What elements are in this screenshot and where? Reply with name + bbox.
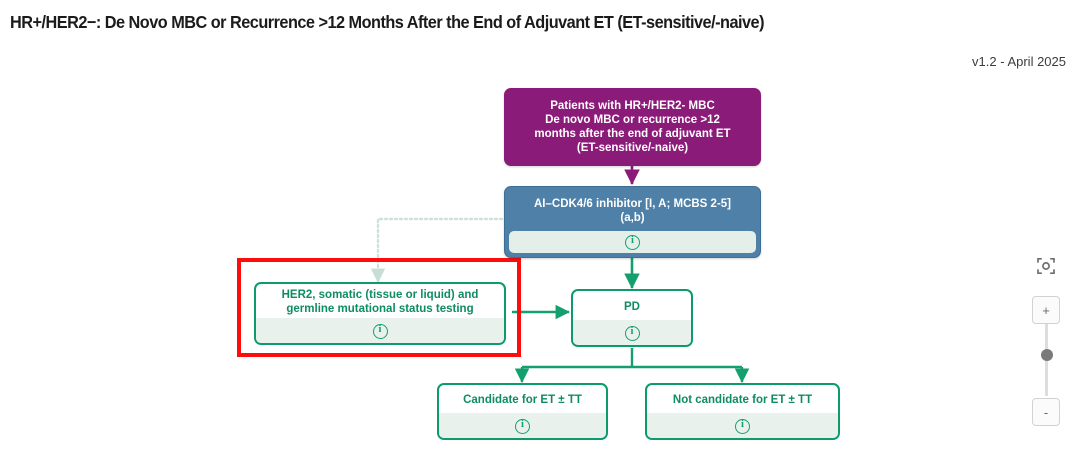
- version-label: v1.2 - April 2025: [972, 54, 1066, 69]
- node-not-candidate-for-et-tt[interactable]: Not candidate for ET ± TT i: [645, 383, 840, 440]
- node-her2-mutational-testing-label: HER2, somatic (tissue or liquid) and ger…: [281, 289, 479, 315]
- node-not-candidate-for-et-tt-label: Not candidate for ET ± TT: [672, 394, 813, 406]
- node-ai-cdk46-inhibitor-label: AI–CDK4/6 inhibitor [I, A; MCBS 2-5] (a,…: [534, 197, 731, 224]
- info-icon[interactable]: i: [515, 418, 530, 434]
- info-icon[interactable]: i: [735, 418, 750, 434]
- info-icon[interactable]: i: [625, 234, 640, 250]
- node-pd[interactable]: PD i: [571, 289, 693, 347]
- zoom-in-button[interactable]: +: [1032, 296, 1060, 324]
- node-ai-cdk46-inhibitor[interactable]: AI–CDK4/6 inhibitor [I, A; MCBS 2-5] (a,…: [504, 186, 761, 258]
- info-icon[interactable]: i: [624, 325, 640, 341]
- info-icon[interactable]: i: [372, 323, 388, 339]
- node-candidate-for-et-tt-label: Candidate for ET ± TT: [463, 394, 582, 406]
- node-pd-footer: i: [573, 320, 691, 345]
- info-icon-glyph: i: [630, 326, 634, 338]
- info-icon-glyph: i: [521, 419, 524, 431]
- info-icon-glyph: i: [378, 324, 382, 336]
- node-not-candidate-for-et-tt-footer: i: [647, 413, 838, 438]
- node-ai-cdk46-inhibitor-footer: i: [509, 231, 756, 253]
- node-candidate-for-et-tt-footer: i: [439, 413, 606, 438]
- info-icon-glyph: i: [741, 419, 744, 431]
- node-patients-root[interactable]: Patients with HR+/HER2- MBC De novo MBC …: [504, 88, 761, 166]
- node-her2-mutational-testing[interactable]: HER2, somatic (tissue or liquid) and ger…: [254, 282, 506, 345]
- node-pd-label: PD: [624, 300, 640, 313]
- node-her2-mutational-testing-footer: i: [256, 318, 504, 343]
- zoom-out-button[interactable]: -: [1032, 398, 1060, 426]
- node-candidate-for-et-tt[interactable]: Candidate for ET ± TT i: [437, 383, 608, 440]
- info-icon-glyph: i: [631, 235, 634, 247]
- page-title: HR+/HER2−: De Novo MBC or Recurrence >12…: [10, 12, 764, 32]
- node-patients-root-label: Patients with HR+/HER2- MBC De novo MBC …: [534, 99, 731, 155]
- zoom-slider-handle[interactable]: [1040, 349, 1053, 361]
- zoom-slider-stack: + -: [1032, 296, 1060, 426]
- fit-view-icon[interactable]: [1032, 252, 1060, 280]
- zoom-controls: + -: [1029, 252, 1063, 426]
